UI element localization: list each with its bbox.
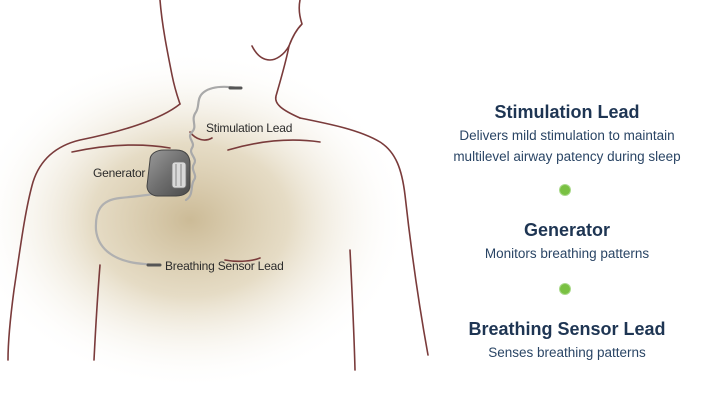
right-arm-inner-outline	[349, 249, 356, 371]
bullet-dot-2	[560, 284, 570, 294]
jaw-outline	[251, 0, 303, 61]
generator-title: Generator	[523, 220, 611, 240]
neck-right-outline	[274, 45, 301, 119]
left-shoulder-outline	[7, 103, 181, 361]
breathing-sensor-lead-title: Breathing Sensor Lead	[468, 319, 666, 339]
breathing-sensor-lead-label: Breathing Sensor Lead	[165, 259, 284, 273]
chest-crease	[224, 257, 261, 263]
breathing-sensor-lead-description-line-1: Senses breathing patterns	[488, 345, 646, 360]
generator-description: Monitors breathing patterns	[430, 243, 704, 264]
stimulation-lead-label: Stimulation Lead	[206, 121, 293, 135]
torso-diagram: Stimulation Lead Generator Breathing Sen…	[0, 0, 429, 390]
generator-device	[146, 149, 191, 197]
breathing-sensor-lead-description: Senses breathing patterns	[430, 342, 704, 363]
info-panel: Stimulation Lead Delivers mild stimulati…	[430, 0, 704, 403]
stimulation-lead-title: Stimulation Lead	[494, 102, 640, 122]
torso-illustration	[0, 0, 429, 390]
generator-label: Generator	[93, 166, 146, 180]
stimulation-lead-description-line-2: multilevel airway patency during sleep	[453, 149, 681, 164]
stimulation-lead-wire	[184, 85, 240, 202]
left-clavicle	[71, 144, 171, 153]
stimulation-lead-description-line-1: Delivers mild stimulation to maintain	[459, 128, 675, 143]
right-shoulder-outline	[299, 117, 429, 356]
left-arm-inner-outline	[93, 264, 101, 361]
breathing-sensor-lead-wire	[94, 188, 172, 267]
right-clavicle	[227, 139, 321, 151]
neck-left-outline	[159, 0, 181, 105]
chest-glow	[0, 50, 410, 390]
bullet-dot-1	[560, 185, 570, 195]
generator-description-line-1: Monitors breathing patterns	[484, 246, 650, 261]
stimulation-lead-description: Delivers mild stimulation to maintain mu…	[430, 125, 704, 167]
